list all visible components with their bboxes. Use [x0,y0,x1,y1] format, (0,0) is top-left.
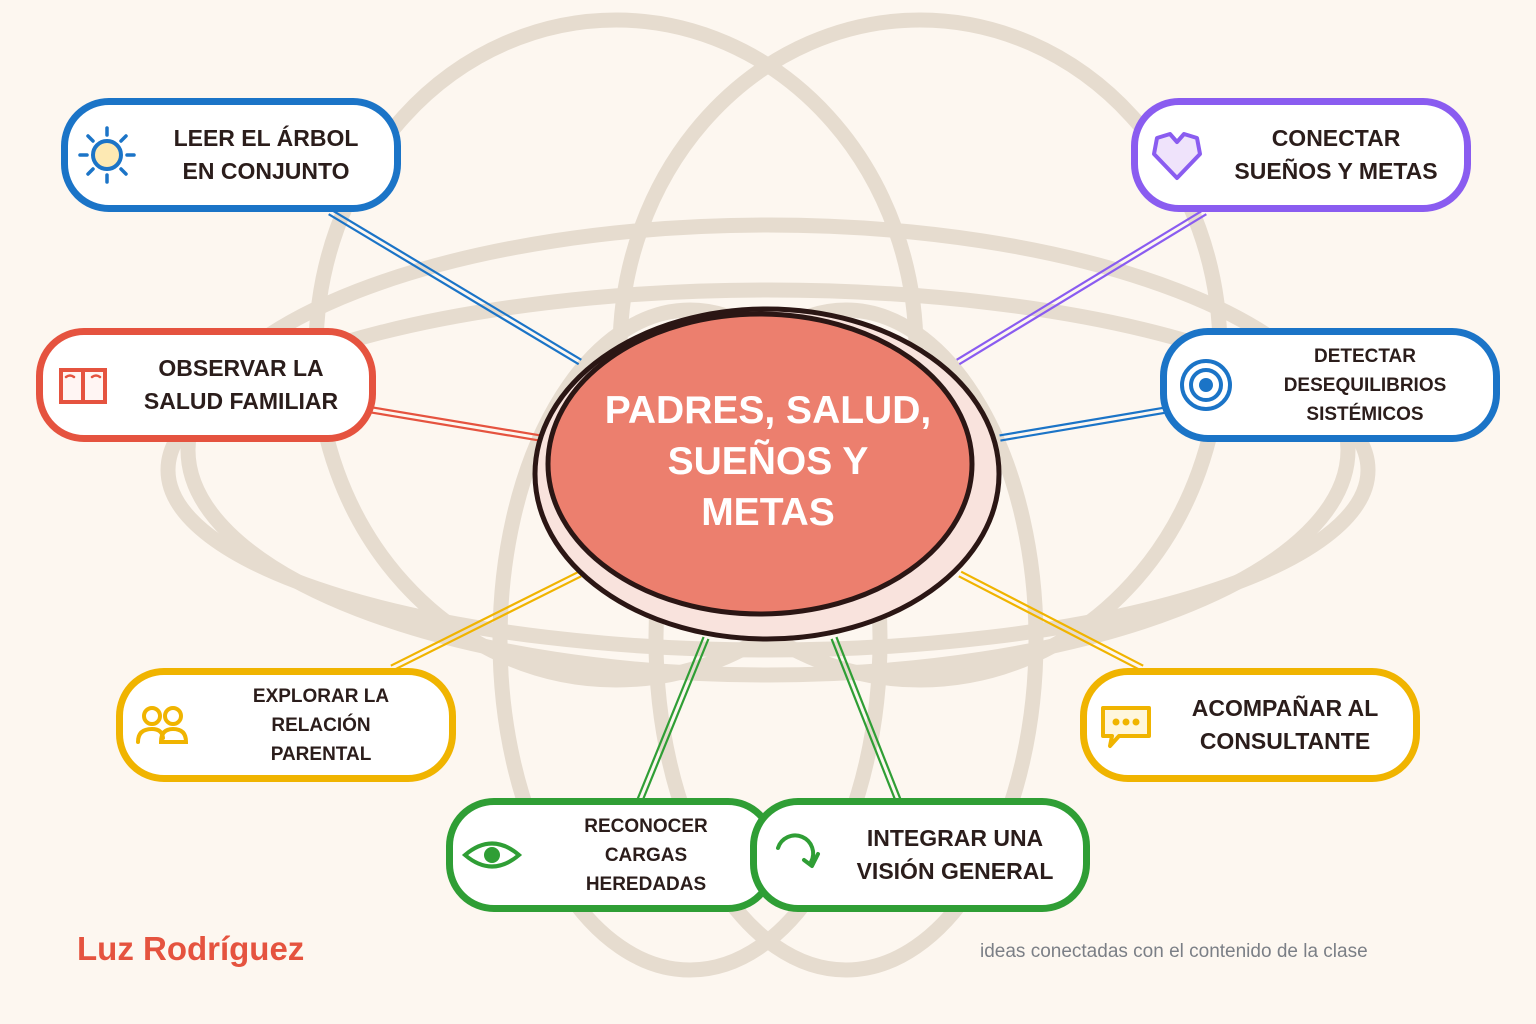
node-label-conectar-suenos: CONECTAR SUEÑOS Y METAS [1234,125,1438,184]
node-integrar-vision[interactable]: INTEGRAR UNA VISIÓN GENERAL [750,798,1090,912]
node-leer-arbol[interactable]: LEER EL ÁRBOL EN CONJUNTO [61,98,401,212]
connector-line-reconocer [641,638,710,802]
node-label-integrar-vision: INTEGRAR UNA VISIÓN GENERAL [856,825,1054,884]
node-label-acompanar-consultante: ACOMPAÑAR AL CONSULTANTE [1191,695,1379,754]
node-label-leer-arbol: LEER EL ÁRBOL EN CONJUNTO [173,125,359,184]
connector-line-observar [371,411,540,442]
node-conectar-suenos[interactable]: CONECTAR SUEÑOS Y METAS [1131,98,1471,212]
connector-line-reconocer [636,636,705,800]
node-reconocer-cargas[interactable]: RECONOCER CARGAS HEREDADAS [446,798,776,912]
connector-line-leer [330,208,582,361]
target-icon [1180,359,1232,411]
connector-line-detectar [999,406,1166,437]
background-petal-5 [492,302,888,978]
chat-bubble-dots [1112,718,1140,726]
book-icon [59,368,107,404]
target-bullseye [1199,378,1213,392]
node-label-reconocer-cargas: RECONOCER CARGAS HEREDADAS [584,815,708,895]
eye-icon [461,841,523,869]
connector-line-leer [328,213,580,366]
circular-arrow-icon [776,833,820,868]
node-label-observar-salud: OBSERVAR LA SALUD FAMILIAR [143,355,339,414]
node-acompanar-consultante[interactable]: ACOMPAÑAR AL CONSULTANTE [1080,668,1420,782]
node-observar-salud[interactable]: OBSERVAR LA SALUD FAMILIAR [36,328,376,442]
connector-line-integrar [835,636,902,800]
connector-line-conectar [956,208,1205,361]
book-page-lines [64,374,102,379]
people-outline [136,706,189,744]
background-petal-6 [648,302,1044,978]
connector-line-observar [372,406,541,437]
connector-lines [328,208,1207,802]
circular-arrow-head [802,852,820,868]
node-label-detectar-desequilibrios: DETECTAR DESEQUILIBRIOS SISTÉMICOS [1283,345,1447,425]
central-topic-title: PADRES, SALUD, SUEÑOS Y METAS [604,389,932,534]
background-petal-1 [180,217,1356,683]
heart-shape [1152,132,1202,180]
eye-pupil [484,847,500,863]
footnote-caption: ideas conectadas con el contenido de la … [980,941,1368,962]
node-detectar-desequilibrios[interactable]: DETECTAR DESEQUILIBRIOS SISTÉMICOS [1160,328,1500,442]
background-petal-2 [160,282,1376,658]
heart-icon [1152,132,1202,180]
chat-bubble-shape [1101,706,1151,748]
connector-line-explorar [390,570,580,667]
sun-rays [78,126,136,184]
target-outer-ring [1180,359,1232,411]
node-label-explorar-relacion: EXPLORAR LA RELACIÓN PARENTAL [252,685,390,765]
connector-line-integrar [830,638,897,802]
people-icon [136,706,189,744]
node-explorar-relacion[interactable]: EXPLORAR LA RELACIÓN PARENTAL [116,668,456,782]
connector-line-conectar [958,213,1207,366]
sun-icon [78,126,136,184]
connector-line-acompanar [958,575,1142,672]
chat-bubble-icon [1101,706,1151,748]
target-middle-ring [1189,368,1223,402]
connector-line-acompanar [960,570,1144,667]
connector-line-detectar [1000,411,1167,442]
eye-outline [461,841,523,869]
circular-arrow-arc [776,833,816,864]
author-name: Luz Rodríguez [77,930,305,967]
sun-core [91,139,123,171]
central-node-fill [545,311,975,617]
central-node [532,306,1002,642]
connector-line-explorar [392,575,582,672]
